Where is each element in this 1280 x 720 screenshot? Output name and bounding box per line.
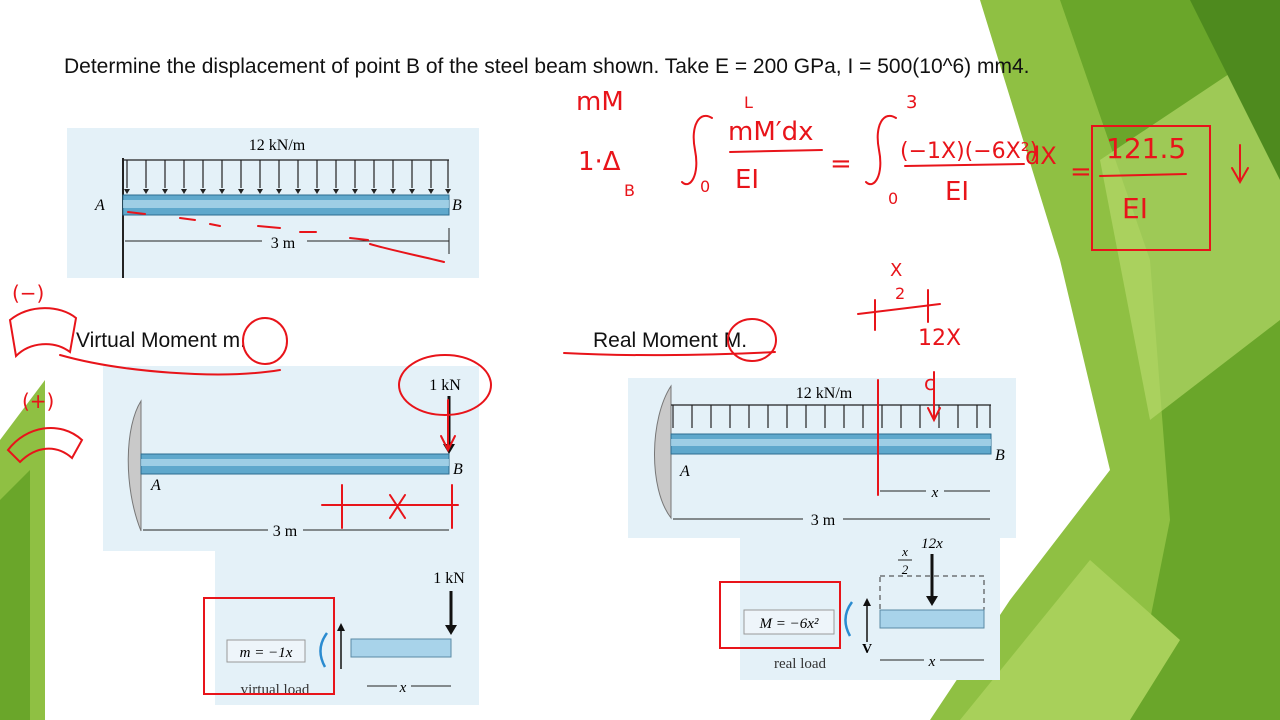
caption: real load bbox=[774, 656, 827, 672]
virtual-beam-figure: 1 kN A B 3 m bbox=[103, 366, 479, 551]
section-force-label: 1 kN bbox=[433, 570, 465, 587]
hw-x-under: 2 bbox=[895, 284, 905, 303]
hw-int2-num: (−1X)(−6X²) bbox=[900, 139, 1038, 164]
half-denominator: 2 bbox=[902, 562, 909, 577]
moment-formula-box bbox=[226, 639, 306, 663]
moment-formula: m = −1x bbox=[240, 645, 293, 661]
hw-int1-lower: 0 bbox=[700, 177, 710, 196]
shear-label: V bbox=[862, 642, 872, 657]
real-moment-heading: Real Moment M. bbox=[593, 329, 748, 352]
hw-centerline: c bbox=[924, 371, 935, 395]
load-label: 12 kN/m bbox=[796, 385, 853, 402]
hw-x-over: X bbox=[890, 260, 902, 281]
x-label: x bbox=[931, 485, 939, 501]
resultant-label: 12x bbox=[921, 538, 943, 552]
half-numerator: x bbox=[901, 544, 908, 559]
distributed-load-arrows bbox=[126, 160, 449, 188]
wall-support bbox=[654, 384, 672, 520]
end-label-b: B bbox=[452, 197, 462, 214]
hw-int1-upper: L bbox=[744, 93, 753, 112]
hw-int1-num: mM′dx bbox=[728, 117, 814, 147]
span-label: 3 m bbox=[811, 512, 836, 529]
hw-result-num: 121.5 bbox=[1106, 132, 1186, 165]
hw-equals-1: = bbox=[830, 149, 852, 179]
top-beam-figure: 12 kN/m A B 3 m bbox=[67, 128, 479, 278]
real-section-figure: 12x x 2 M = −6x² V x real load bbox=[740, 536, 1000, 680]
moment-formula-box bbox=[743, 609, 835, 635]
hw-int1-den: EI bbox=[735, 165, 759, 195]
wall-support bbox=[127, 399, 142, 532]
virtual-section-figure: 1 kN m = −1x x virtual load bbox=[215, 551, 479, 705]
support-label-a: A bbox=[94, 197, 105, 214]
real-beam-figure: 12 kN/m A B x 3 m bbox=[628, 378, 1016, 538]
end-label-b: B bbox=[995, 447, 1005, 464]
hw-int2-den: EI bbox=[945, 177, 969, 207]
hw-result-den: EI bbox=[1122, 192, 1148, 225]
x-label: x bbox=[399, 680, 407, 696]
hw-lhs: 1·Δ bbox=[578, 147, 621, 177]
span-label: 3 m bbox=[271, 235, 296, 252]
hw-int2-upper: 3 bbox=[906, 92, 917, 113]
virtual-moment-heading: Virtual Moment m. bbox=[76, 329, 246, 352]
hw-12x: 12X bbox=[918, 326, 961, 351]
support-label-a: A bbox=[679, 463, 690, 480]
load-label: 12 kN/m bbox=[249, 137, 306, 154]
problem-statement: Determine the displacement of point B of… bbox=[64, 55, 1030, 78]
hw-minus-sign: (−) bbox=[12, 281, 44, 305]
support-label-a: A bbox=[150, 477, 161, 494]
force-label: 1 kN bbox=[429, 377, 461, 394]
hw-mM: mM bbox=[576, 87, 624, 117]
section-x-label: x bbox=[928, 654, 936, 670]
hw-int2-dx: dX bbox=[1025, 142, 1057, 170]
hw-lhs-sub: B bbox=[624, 181, 635, 200]
hw-int2-lower: 0 bbox=[888, 189, 898, 208]
hw-plus-sign: (+) bbox=[22, 389, 54, 413]
hw-equals-2: = bbox=[1070, 157, 1092, 187]
span-label: 3 m bbox=[273, 523, 298, 540]
end-label-b: B bbox=[453, 461, 463, 478]
moment-formula: M = −6x² bbox=[759, 616, 819, 632]
